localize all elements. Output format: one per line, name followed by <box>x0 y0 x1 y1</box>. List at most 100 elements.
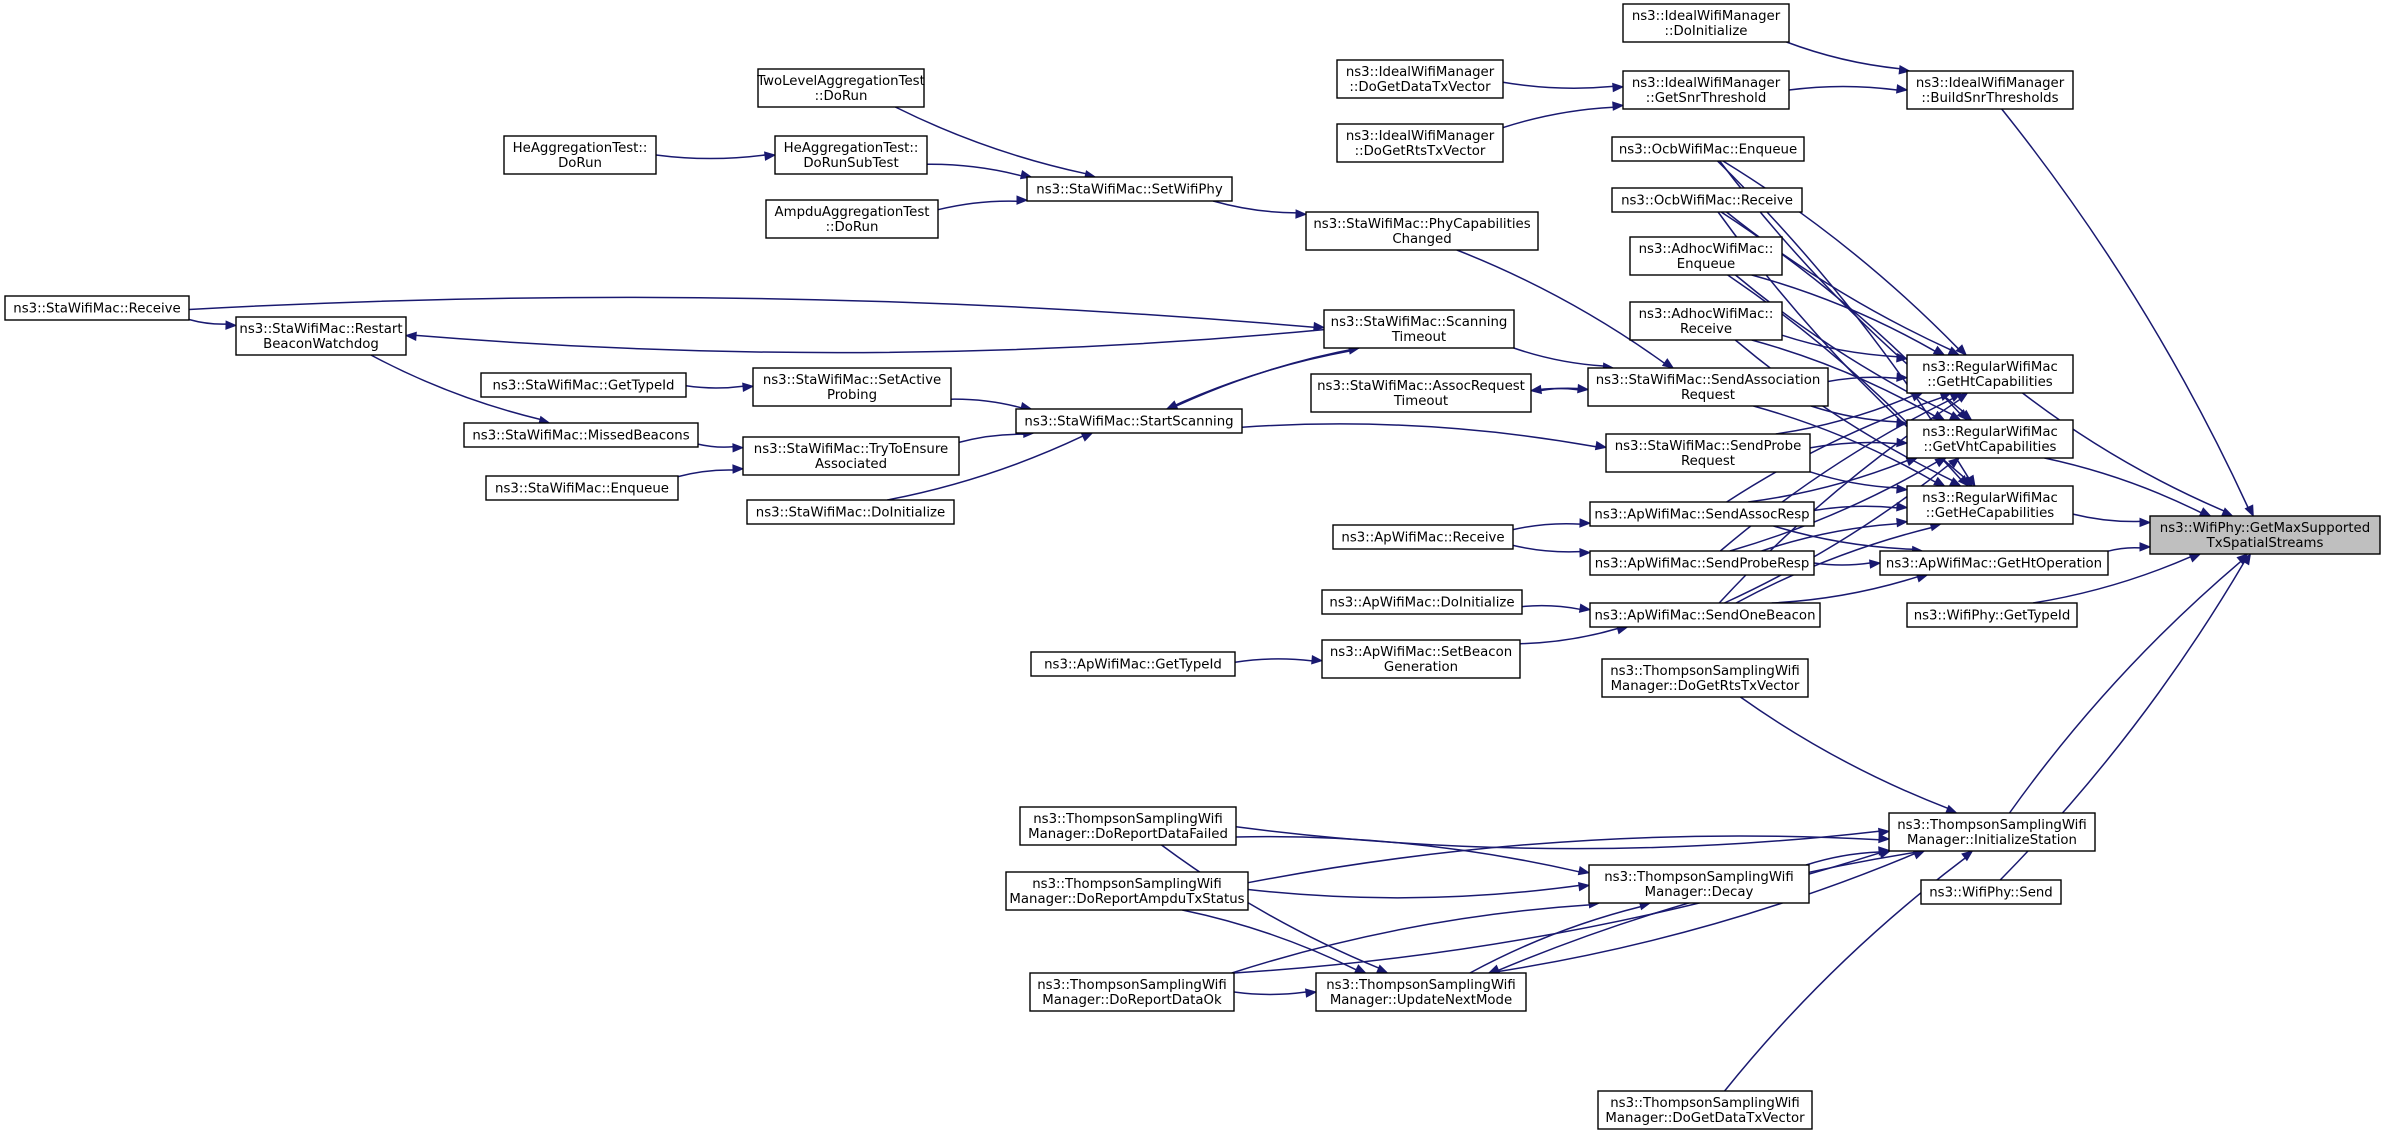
node-label-line: Changed <box>1392 232 1451 247</box>
node-sta-startscan[interactable]: ns3::StaWifiMac::StartScanning <box>1015 408 1243 434</box>
call-edge-ocb_enqueue-to-reg_getht <box>1722 160 1968 356</box>
node-ap-gethtop[interactable]: ns3::ApWifiMac::GetHtOperation <box>1879 550 2109 576</box>
arrowhead <box>1933 476 1946 487</box>
node-ts-getdata[interactable]: ns3::ThompsonSamplingWifiManager::DoGetD… <box>1597 1090 1813 1130</box>
node-heagg-run[interactable]: HeAggregationTest::DoRun <box>503 135 657 175</box>
node-ap-sendbeacon[interactable]: ns3::ApWifiMac::SendOneBeacon <box>1589 602 1821 628</box>
node-label-line: ::GetHtCapabilities <box>1927 375 2053 390</box>
node-ap-sendproberesp[interactable]: ns3::ApWifiMac::SendProbeResp <box>1589 550 1815 576</box>
node-heagg-sub[interactable]: HeAggregationTest::DoRunSubTest <box>774 135 928 175</box>
node-ts-getrts[interactable]: ns3::ThompsonSamplingWifiManager::DoGetR… <box>1601 658 1809 698</box>
node-adhoc-enqueue[interactable]: ns3::AdhocWifiMac::Enqueue <box>1629 236 1783 276</box>
node-sta-gettypeid[interactable]: ns3::StaWifiMac::GetTypeId <box>480 372 687 398</box>
node-ts-reportok[interactable]: ns3::ThompsonSamplingWifiManager::DoRepo… <box>1029 972 1235 1012</box>
node-phy-gettypeid[interactable]: ns3::WifiPhy::GetTypeId <box>1906 602 2078 628</box>
node-box <box>1321 639 1521 679</box>
node-ideal-buildsnr[interactable]: ns3::IdealWifiManager::BuildSnrThreshold… <box>1906 70 2074 110</box>
node-ts-reportfailed[interactable]: ns3::ThompsonSamplingWifiManager::DoRepo… <box>1019 806 1237 846</box>
node-label-line: ns3::StaWifiMac::StartScanning <box>1024 415 1233 430</box>
node-label-line: ::DoGetRtsTxVector <box>1355 144 1486 159</box>
node-sta-setwifiphy[interactable]: ns3::StaWifiMac::SetWifiPhy <box>1026 176 1233 202</box>
edge-line <box>1788 85 1898 91</box>
node-label-line: ns3::ApWifiMac::Receive <box>1341 531 1504 546</box>
node-box <box>1589 550 1815 576</box>
node-ideal-doinit[interactable]: ns3::IdealWifiManager::DoInitialize <box>1622 3 1790 43</box>
node-reg-gethe[interactable]: ns3::RegularWifiMac::GetHeCapabilities <box>1906 485 2074 525</box>
node-ocb-enqueue[interactable]: ns3::OcbWifiMac::Enqueue <box>1611 136 1805 162</box>
node-ideal-getdata[interactable]: ns3::IdealWifiManager::DoGetDataTxVector <box>1336 59 1504 99</box>
call-edge-ideal_buildsnr-to-getmaxsupported <box>2001 108 2254 518</box>
node-ocb-receive[interactable]: ns3::OcbWifiMac::Receive <box>1611 187 1803 213</box>
node-label-line: ns3::ApWifiMac::GetTypeId <box>1044 658 1222 673</box>
arrowhead <box>1896 517 1909 528</box>
node-label-line: ns3::ApWifiMac::GetHtOperation <box>1886 557 2102 572</box>
node-sta-doinit[interactable]: ns3::StaWifiMac::DoInitialize <box>746 499 955 525</box>
node-ap-sendassocresp[interactable]: ns3::ApWifiMac::SendAssocResp <box>1589 501 1815 527</box>
node-label-line: ns3::OcbWifiMac::Receive <box>1621 194 1793 209</box>
node-label-line: ns3::StaWifiMac::Receive <box>13 302 180 317</box>
node-ideal-getrts[interactable]: ns3::IdealWifiManager::DoGetRtsTxVector <box>1336 123 1504 163</box>
node-sta-missed[interactable]: ns3::StaWifiMac::MissedBeacons <box>463 422 699 448</box>
arrowhead <box>1955 344 1968 356</box>
node-label-line: Timeout <box>1393 394 1448 409</box>
arrowhead <box>1878 833 1891 844</box>
node-reg-getvht[interactable]: ns3::RegularWifiMac::GetVhtCapabilities <box>1906 419 2074 459</box>
node-sta-enqueue[interactable]: ns3::StaWifiMac::Enqueue <box>485 475 679 501</box>
node-label-line: ns3::StaWifiMac::DoInitialize <box>756 506 945 521</box>
call-edge-heagg_run-to-heagg_sub <box>655 151 777 161</box>
node-label-line: AmpduAggregationTest <box>775 205 930 220</box>
node-ts-reportampdu[interactable]: ns3::ThompsonSamplingWifiManager::DoRepo… <box>1005 871 1249 911</box>
node-box <box>1629 301 1783 341</box>
node-twolevel[interactable]: TwoLevelAggregationTest::DoRun <box>756 68 925 108</box>
node-ap-gettypeid[interactable]: ns3::ApWifiMac::GetTypeId <box>1030 651 1236 677</box>
edge-line <box>2008 560 2242 814</box>
node-box <box>2149 515 2381 555</box>
node-label-line: ns3::ThompsonSamplingWifi <box>1897 818 2087 833</box>
node-label-line: ns3::IdealWifiManager <box>1632 9 1781 24</box>
node-label-line: ns3::IdealWifiManager <box>1916 76 2065 91</box>
node-box <box>503 135 657 175</box>
node-label-line: Enqueue <box>1677 257 1736 272</box>
node-sta-receive[interactable]: ns3::StaWifiMac::Receive <box>4 295 190 321</box>
edge-line <box>1166 350 1350 410</box>
call-edge-ts_reportampdu-to-ts_initstation <box>1247 833 1891 884</box>
node-ap-doinit[interactable]: ns3::ApWifiMac::DoInitialize <box>1321 589 1523 615</box>
node-ts-updatenext[interactable]: ns3::ThompsonSamplingWifiManager::Update… <box>1315 972 1527 1012</box>
node-ampdu-run[interactable]: AmpduAggregationTest::DoRun <box>765 199 939 239</box>
node-adhoc-receive[interactable]: ns3::AdhocWifiMac::Receive <box>1629 301 1783 341</box>
call-edge-sta_startscan-to-sta_sendprobe <box>1241 423 1608 451</box>
node-box <box>1888 812 2096 852</box>
node-label-line: ns3::StaWifiMac::PhyCapabilities <box>1313 217 1530 232</box>
arrowhead <box>2139 542 2152 552</box>
node-ideal-getsnr[interactable]: ns3::IdealWifiManager::GetSnrThreshold <box>1622 70 1790 110</box>
node-box <box>1587 367 1829 407</box>
node-ts-initstation[interactable]: ns3::ThompsonSamplingWifiManager::Initia… <box>1888 812 2096 852</box>
node-layer: ns3::WifiPhy::GetMaxSupportedTxSpatialSt… <box>4 3 2381 1130</box>
call-edge-sta_sendprobe-to-reg_getht <box>1775 392 1924 435</box>
node-label-line: ns3::StaWifiMac::Scanning <box>1331 315 1508 330</box>
edge-line <box>1739 696 1949 809</box>
node-reg-getht[interactable]: ns3::RegularWifiMac::GetHtCapabilities <box>1906 354 2074 394</box>
edge-line <box>2107 547 2141 552</box>
edge-line <box>1724 462 1952 604</box>
node-label-line: ns3::ThompsonSamplingWifi <box>1610 664 1800 679</box>
node-box <box>485 475 679 501</box>
node-ap-receive[interactable]: ns3::ApWifiMac::Receive <box>1332 524 1514 550</box>
node-phy-send[interactable]: ns3::WifiPhy::Send <box>1920 879 2062 905</box>
node-getmaxsupported[interactable]: ns3::WifiPhy::GetMaxSupportedTxSpatialSt… <box>2149 515 2381 555</box>
edge-line <box>1469 905 1641 974</box>
arrowhead <box>742 382 755 392</box>
arrowhead <box>1487 964 1501 974</box>
edge-line <box>1233 991 1307 996</box>
node-label-line: TxSpatialStreams <box>2206 536 2324 551</box>
